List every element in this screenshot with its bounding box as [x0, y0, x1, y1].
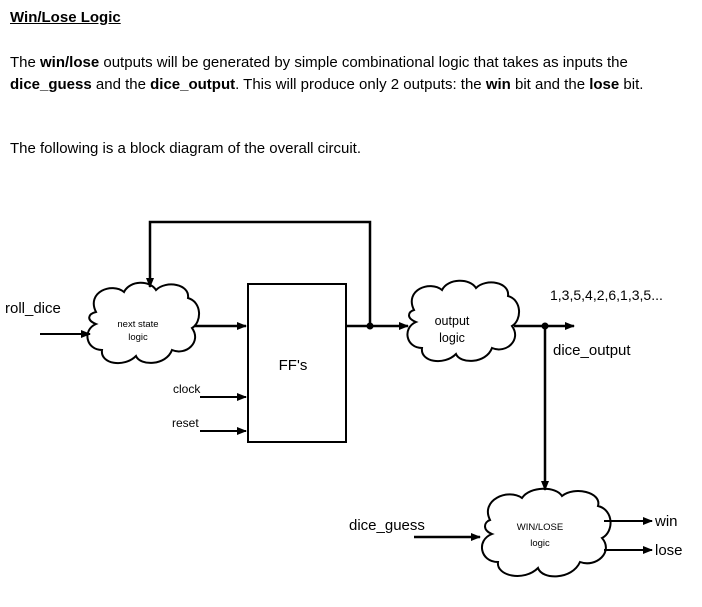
next-state-logic-cloud	[86, 281, 200, 365]
diagram-intro-text: The following is a block diagram of the …	[10, 140, 361, 157]
intro-text: The	[10, 54, 41, 71]
feedback-wire	[146, 220, 372, 326]
intro-term-winlose: win/lose	[40, 54, 100, 71]
intro-text: bit and the	[510, 76, 590, 93]
winlose-label: WIN/LOSE	[517, 522, 563, 533]
ff-label: FF's	[279, 357, 308, 374]
output-logic-label: output	[435, 314, 470, 328]
intro-term-lose: lose	[589, 76, 620, 93]
next-state-label: logic	[128, 332, 148, 343]
win-label: win	[654, 513, 678, 530]
intro-term-dice-guess: dice_guess	[10, 76, 92, 93]
flip-flops-block	[247, 283, 347, 443]
intro-term-dice-output: dice_output	[150, 76, 236, 93]
winlose-label: logic	[530, 538, 550, 549]
lose-label: lose	[655, 542, 683, 559]
roll-dice-label: roll_dice	[5, 300, 61, 317]
intro-term-win: win	[485, 76, 511, 93]
intro-text: . This will produce only 2 outputs: the	[235, 76, 486, 93]
intro-paragraph: The win/lose outputs will be generated b…	[10, 52, 643, 96]
dice-guess-label: dice_guess	[349, 517, 425, 534]
section-heading: Win/Lose Logic	[10, 9, 121, 26]
output-logic-cloud	[406, 279, 520, 363]
intro-text: and the	[91, 76, 151, 93]
intro-text: outputs will be generated by simple comb…	[99, 54, 628, 71]
winlose-logic-cloud	[481, 487, 612, 578]
junction-dot	[366, 322, 374, 330]
intro-text: bit.	[619, 76, 644, 93]
reset-label: reset	[172, 416, 199, 430]
output-logic-label: logic	[439, 331, 465, 345]
clock-label: clock	[173, 382, 201, 396]
sequence-label: 1,3,5,4,2,6,1,3,5...	[550, 287, 663, 303]
dice-output-label: dice_output	[553, 342, 631, 359]
next-state-label: next state	[117, 319, 158, 330]
